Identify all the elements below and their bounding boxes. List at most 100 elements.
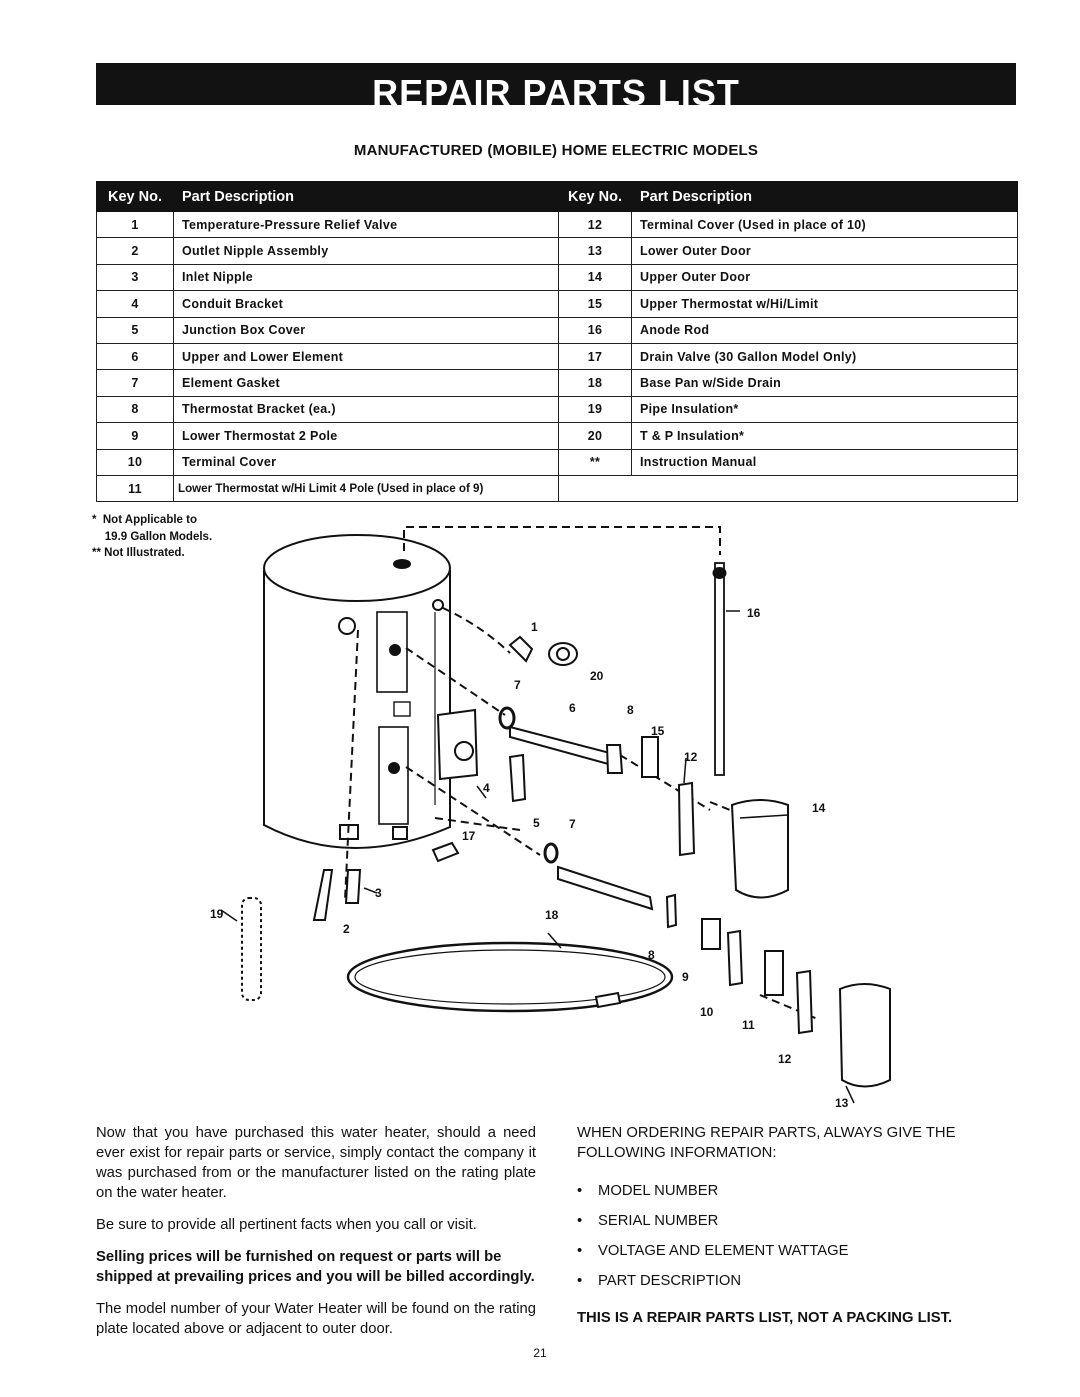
part-description: Inlet Nipple bbox=[173, 263, 559, 292]
column-header: Key No. bbox=[96, 181, 174, 212]
table-footnotes: * Not Applicable to 19.9 Gallon Models. … bbox=[92, 512, 212, 562]
key-number: 13 bbox=[558, 237, 632, 265]
footnote: * Not Applicable to bbox=[92, 514, 197, 526]
ordering-info-column: WHEN ORDERING REPAIR PARTS, ALWAYS GIVE … bbox=[577, 1123, 1017, 1328]
key-number: 3 bbox=[96, 263, 174, 292]
callout-label: 20 bbox=[590, 669, 604, 683]
table-row: 4 Conduit Bracket 15 Upper Thermostat w/… bbox=[96, 290, 1018, 318]
list-item: PART DESCRIPTION bbox=[577, 1271, 1017, 1301]
table-row: 1 Temperature-Pressure Relief Valve 12 T… bbox=[96, 210, 1018, 239]
key-number: 5 bbox=[96, 316, 174, 344]
part-description: Thermostat Bracket (ea.) bbox=[173, 395, 559, 424]
part-description: Element Gasket bbox=[173, 369, 559, 397]
key-number: 1 bbox=[96, 210, 174, 239]
part-description: Upper and Lower Element bbox=[173, 342, 559, 371]
list-item: MODEL NUMBER bbox=[577, 1181, 1017, 1211]
callout-label: 5 bbox=[533, 816, 540, 830]
section-subtitle: MANUFACTURED (MOBILE) HOME ELECTRIC MODE… bbox=[353, 142, 759, 159]
callout-label: 16 bbox=[747, 606, 761, 620]
column-header: Part Description bbox=[173, 181, 559, 212]
key-number: ** bbox=[558, 448, 632, 476]
key-number: 2 bbox=[96, 237, 174, 265]
callout-label: 14 bbox=[812, 801, 826, 815]
table-row: 5 Junction Box Cover 16 Anode Rod bbox=[96, 316, 1018, 344]
key-number: 18 bbox=[558, 369, 632, 397]
callout-label: 9 bbox=[682, 970, 689, 984]
callout-label: 1 bbox=[531, 620, 538, 634]
parts-table: Key No. Part Description Key No. Part De… bbox=[96, 181, 1018, 503]
column-header: Part Description bbox=[631, 181, 1018, 212]
key-number: 8 bbox=[96, 395, 174, 424]
pricing-note: Selling prices will be furnished on requ… bbox=[96, 1249, 535, 1285]
service-info-column: Now that you have purchased this water h… bbox=[96, 1123, 536, 1351]
key-number: 19 bbox=[558, 395, 632, 424]
callout-label: 15 bbox=[651, 724, 665, 738]
part-description: Drain Valve (30 Gallon Model Only) bbox=[631, 342, 1018, 371]
key-number: 10 bbox=[96, 448, 174, 476]
callout-label: 7 bbox=[514, 678, 521, 692]
table-row: 9 Lower Thermostat 2 Pole 20 T & P Insul… bbox=[96, 422, 1018, 450]
part-description: Upper Outer Door bbox=[631, 263, 1018, 292]
exploded-parts-diagram: 1 2 3 4 5 6 7 7 8 8 9 10 11 12 12 13 14 … bbox=[210, 526, 891, 1110]
part-description: Terminal Cover bbox=[173, 448, 559, 476]
footnote: 19.9 Gallon Models. bbox=[92, 530, 213, 543]
anode-rod bbox=[712, 562, 727, 776]
table-row: 10 Terminal Cover ** Instruction Manual bbox=[96, 448, 1018, 476]
key-number: 6 bbox=[96, 342, 174, 371]
empty-cell bbox=[558, 474, 1018, 503]
table-row: 11 Lower Thermostat w/Hi Limit 4 Pole (U… bbox=[96, 474, 1018, 503]
key-number: 12 bbox=[558, 210, 632, 239]
callout-label: 17 bbox=[462, 829, 476, 843]
callout-label: 11 bbox=[742, 1018, 755, 1032]
callout-label: 18 bbox=[545, 908, 559, 922]
key-number: 20 bbox=[558, 422, 632, 450]
paragraph: The model number of your Water Heater wi… bbox=[96, 1301, 536, 1337]
part-description: Pipe Insulation* bbox=[631, 395, 1018, 424]
part-description: Temperature-Pressure Relief Valve bbox=[173, 210, 559, 239]
list-item: VOLTAGE AND ELEMENT WATTAGE bbox=[577, 1241, 1017, 1271]
callout-label: 3 bbox=[375, 886, 382, 900]
callout-label: 4 bbox=[483, 781, 490, 795]
part-description: T & P Insulation* bbox=[631, 422, 1018, 450]
part-description: Upper Thermostat w/Hi/Limit bbox=[631, 290, 1018, 318]
table-header-row: Key No. Part Description Key No. Part De… bbox=[96, 181, 1018, 212]
part-description: Outlet Nipple Assembly bbox=[173, 237, 559, 265]
key-number: 11 bbox=[96, 474, 174, 503]
part-description: Lower Outer Door bbox=[631, 237, 1018, 265]
paragraph: Now that you have purchased this water h… bbox=[96, 1125, 536, 1201]
key-number: 7 bbox=[96, 369, 174, 397]
ordering-intro: WHEN ORDERING REPAIR PARTS, ALWAYS GIVE … bbox=[577, 1125, 956, 1161]
callout-label: 8 bbox=[627, 703, 634, 717]
callout-label: 2 bbox=[343, 922, 350, 936]
key-number: 15 bbox=[558, 290, 632, 318]
key-number: 16 bbox=[558, 316, 632, 344]
table-row: 3 Inlet Nipple 14 Upper Outer Door bbox=[96, 263, 1018, 292]
part-description: Anode Rod bbox=[631, 316, 1018, 344]
page-number: 21 bbox=[533, 1346, 547, 1360]
table-row: 8 Thermostat Bracket (ea.) 19 Pipe Insul… bbox=[96, 395, 1018, 424]
callout-label: 8 bbox=[648, 948, 655, 962]
page-title: REPAIR PARTS LIST bbox=[372, 72, 740, 113]
part-description: Terminal Cover (Used in place of 10) bbox=[631, 210, 1018, 239]
callout-label: 19 bbox=[210, 907, 224, 921]
title-banner: REPAIR PARTS LIST bbox=[96, 63, 1016, 111]
table-row: 2 Outlet Nipple Assembly 13 Lower Outer … bbox=[96, 237, 1018, 265]
callout-label: 13 bbox=[835, 1096, 849, 1110]
list-item: SERIAL NUMBER bbox=[577, 1211, 1017, 1241]
part-description: Junction Box Cover bbox=[173, 316, 559, 344]
part-description: Conduit Bracket bbox=[173, 290, 559, 318]
paragraph: Be sure to provide all pertinent facts w… bbox=[96, 1217, 477, 1233]
callout-label: 12 bbox=[684, 750, 698, 764]
ordering-list: MODEL NUMBER SERIAL NUMBER VOLTAGE AND E… bbox=[577, 1181, 1017, 1301]
table-row: 7 Element Gasket 18 Base Pan w/Side Drai… bbox=[96, 369, 1018, 397]
key-number: 14 bbox=[558, 263, 632, 292]
table-row: 6 Upper and Lower Element 17 Drain Valve… bbox=[96, 342, 1018, 371]
key-number: 17 bbox=[558, 342, 632, 371]
water-heater-tank bbox=[263, 534, 451, 849]
key-number: 4 bbox=[96, 290, 174, 318]
callout-label: 6 bbox=[569, 701, 576, 715]
part-description: Base Pan w/Side Drain bbox=[631, 369, 1018, 397]
part-description: Instruction Manual bbox=[631, 448, 1018, 476]
footnote: ** Not Illustrated. bbox=[92, 547, 185, 559]
packing-list-note: THIS IS A REPAIR PARTS LIST, NOT A PACKI… bbox=[577, 1310, 953, 1326]
